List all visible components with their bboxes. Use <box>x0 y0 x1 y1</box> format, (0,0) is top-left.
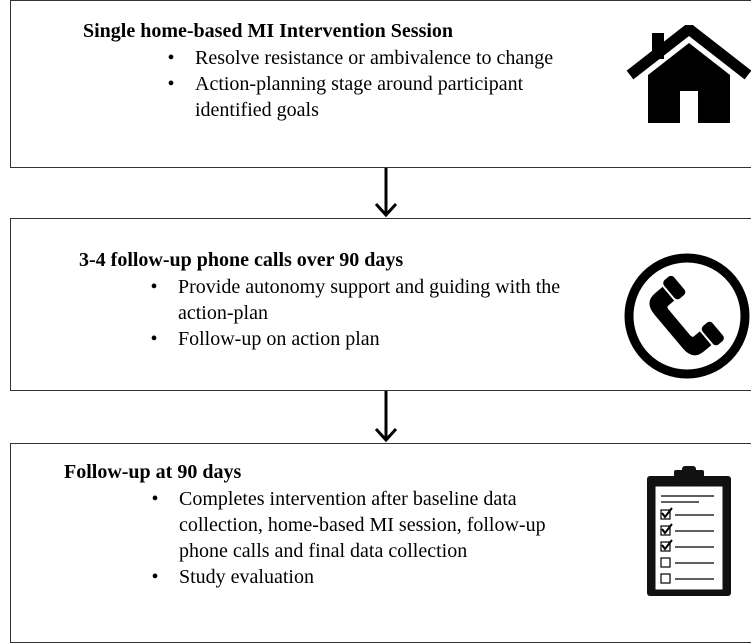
bullet-item: • Completes intervention after baseline d… <box>145 486 585 564</box>
bullet-item: • Action-planning stage around participan… <box>161 71 571 123</box>
step-box-phone-calls: 3-4 follow-up phone calls over 90 days •… <box>10 218 751 391</box>
bullet-item: • Resolve resistance or ambivalence to ch… <box>161 45 571 71</box>
step-box-home-session: Single home-based MI Intervention Sessio… <box>10 0 751 168</box>
bullet-marker: • <box>151 488 159 510</box>
step-bullet-list: • Completes intervention after baseline d… <box>145 486 585 590</box>
step-title: 3-4 follow-up phone calls over 90 days <box>79 249 404 271</box>
bullet-item: • Follow-up on action plan <box>144 326 564 352</box>
bullet-text: Completes intervention after baseline da… <box>179 488 546 562</box>
bullet-text: Provide autonomy support and guiding wit… <box>178 276 561 324</box>
bullet-item: • Study evaluation <box>145 564 585 590</box>
bullet-marker: • <box>150 328 158 350</box>
step-bullet-list: • Resolve resistance or ambivalence to ch… <box>161 45 571 123</box>
bullet-marker: • <box>167 47 175 69</box>
step-title: Follow-up at 90 days <box>64 461 242 483</box>
bullet-text: Resolve resistance or ambivalence to cha… <box>195 47 554 69</box>
house-icon <box>626 25 751 123</box>
step-box-follow-up-90-days: Follow-up at 90 days • Completes interven… <box>10 443 751 643</box>
bullet-marker: • <box>150 276 158 298</box>
bullet-item: • Provide autonomy support and guiding wi… <box>144 274 564 326</box>
bullet-text: Follow-up on action plan <box>178 328 380 350</box>
down-arrow-icon <box>374 168 398 218</box>
step-title: Single home-based MI Intervention Sessio… <box>83 20 454 42</box>
clipboard-checklist-icon <box>647 466 731 596</box>
bullet-marker: • <box>151 566 159 588</box>
step-bullet-list: • Provide autonomy support and guiding wi… <box>144 274 564 352</box>
down-arrow-icon <box>374 391 398 443</box>
bullet-text: Study evaluation <box>179 566 314 588</box>
bullet-marker: • <box>167 73 175 95</box>
bullet-text: Action-planning stage around participant… <box>195 73 524 121</box>
phone-icon <box>624 253 750 379</box>
